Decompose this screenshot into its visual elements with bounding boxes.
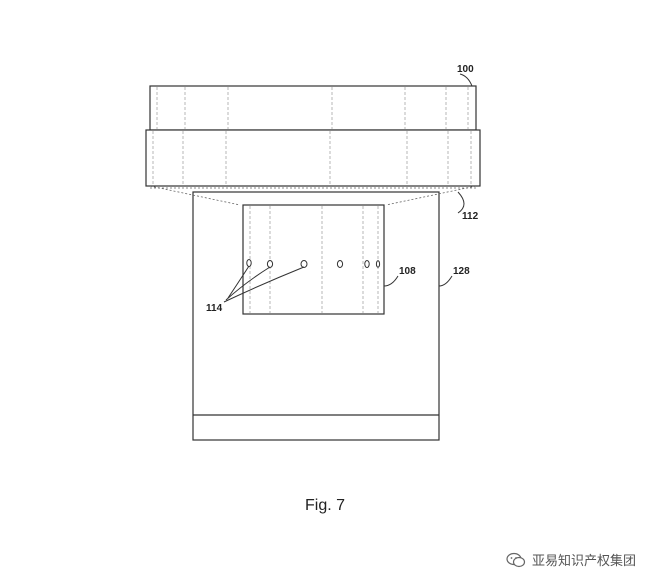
ref-100: 100 <box>457 64 474 75</box>
inner-sleeve <box>242 204 385 315</box>
ref-108: 108 <box>399 266 416 277</box>
ref-112: 112 <box>462 211 479 222</box>
leader-lines <box>223 73 473 303</box>
figure-caption: Fig. 7 <box>304 497 345 514</box>
base-body <box>192 191 440 441</box>
wechat-icon <box>506 552 526 567</box>
watermark: 亚易知识产权集团 <box>506 550 636 569</box>
ref-114: 114 <box>206 303 223 314</box>
lid-upper-band <box>149 85 477 131</box>
lid-lower-band <box>145 129 481 187</box>
watermark-text: 亚易知识产权集团 <box>531 554 636 569</box>
lid-underside <box>149 185 477 206</box>
ref-128: 128 <box>453 266 470 277</box>
